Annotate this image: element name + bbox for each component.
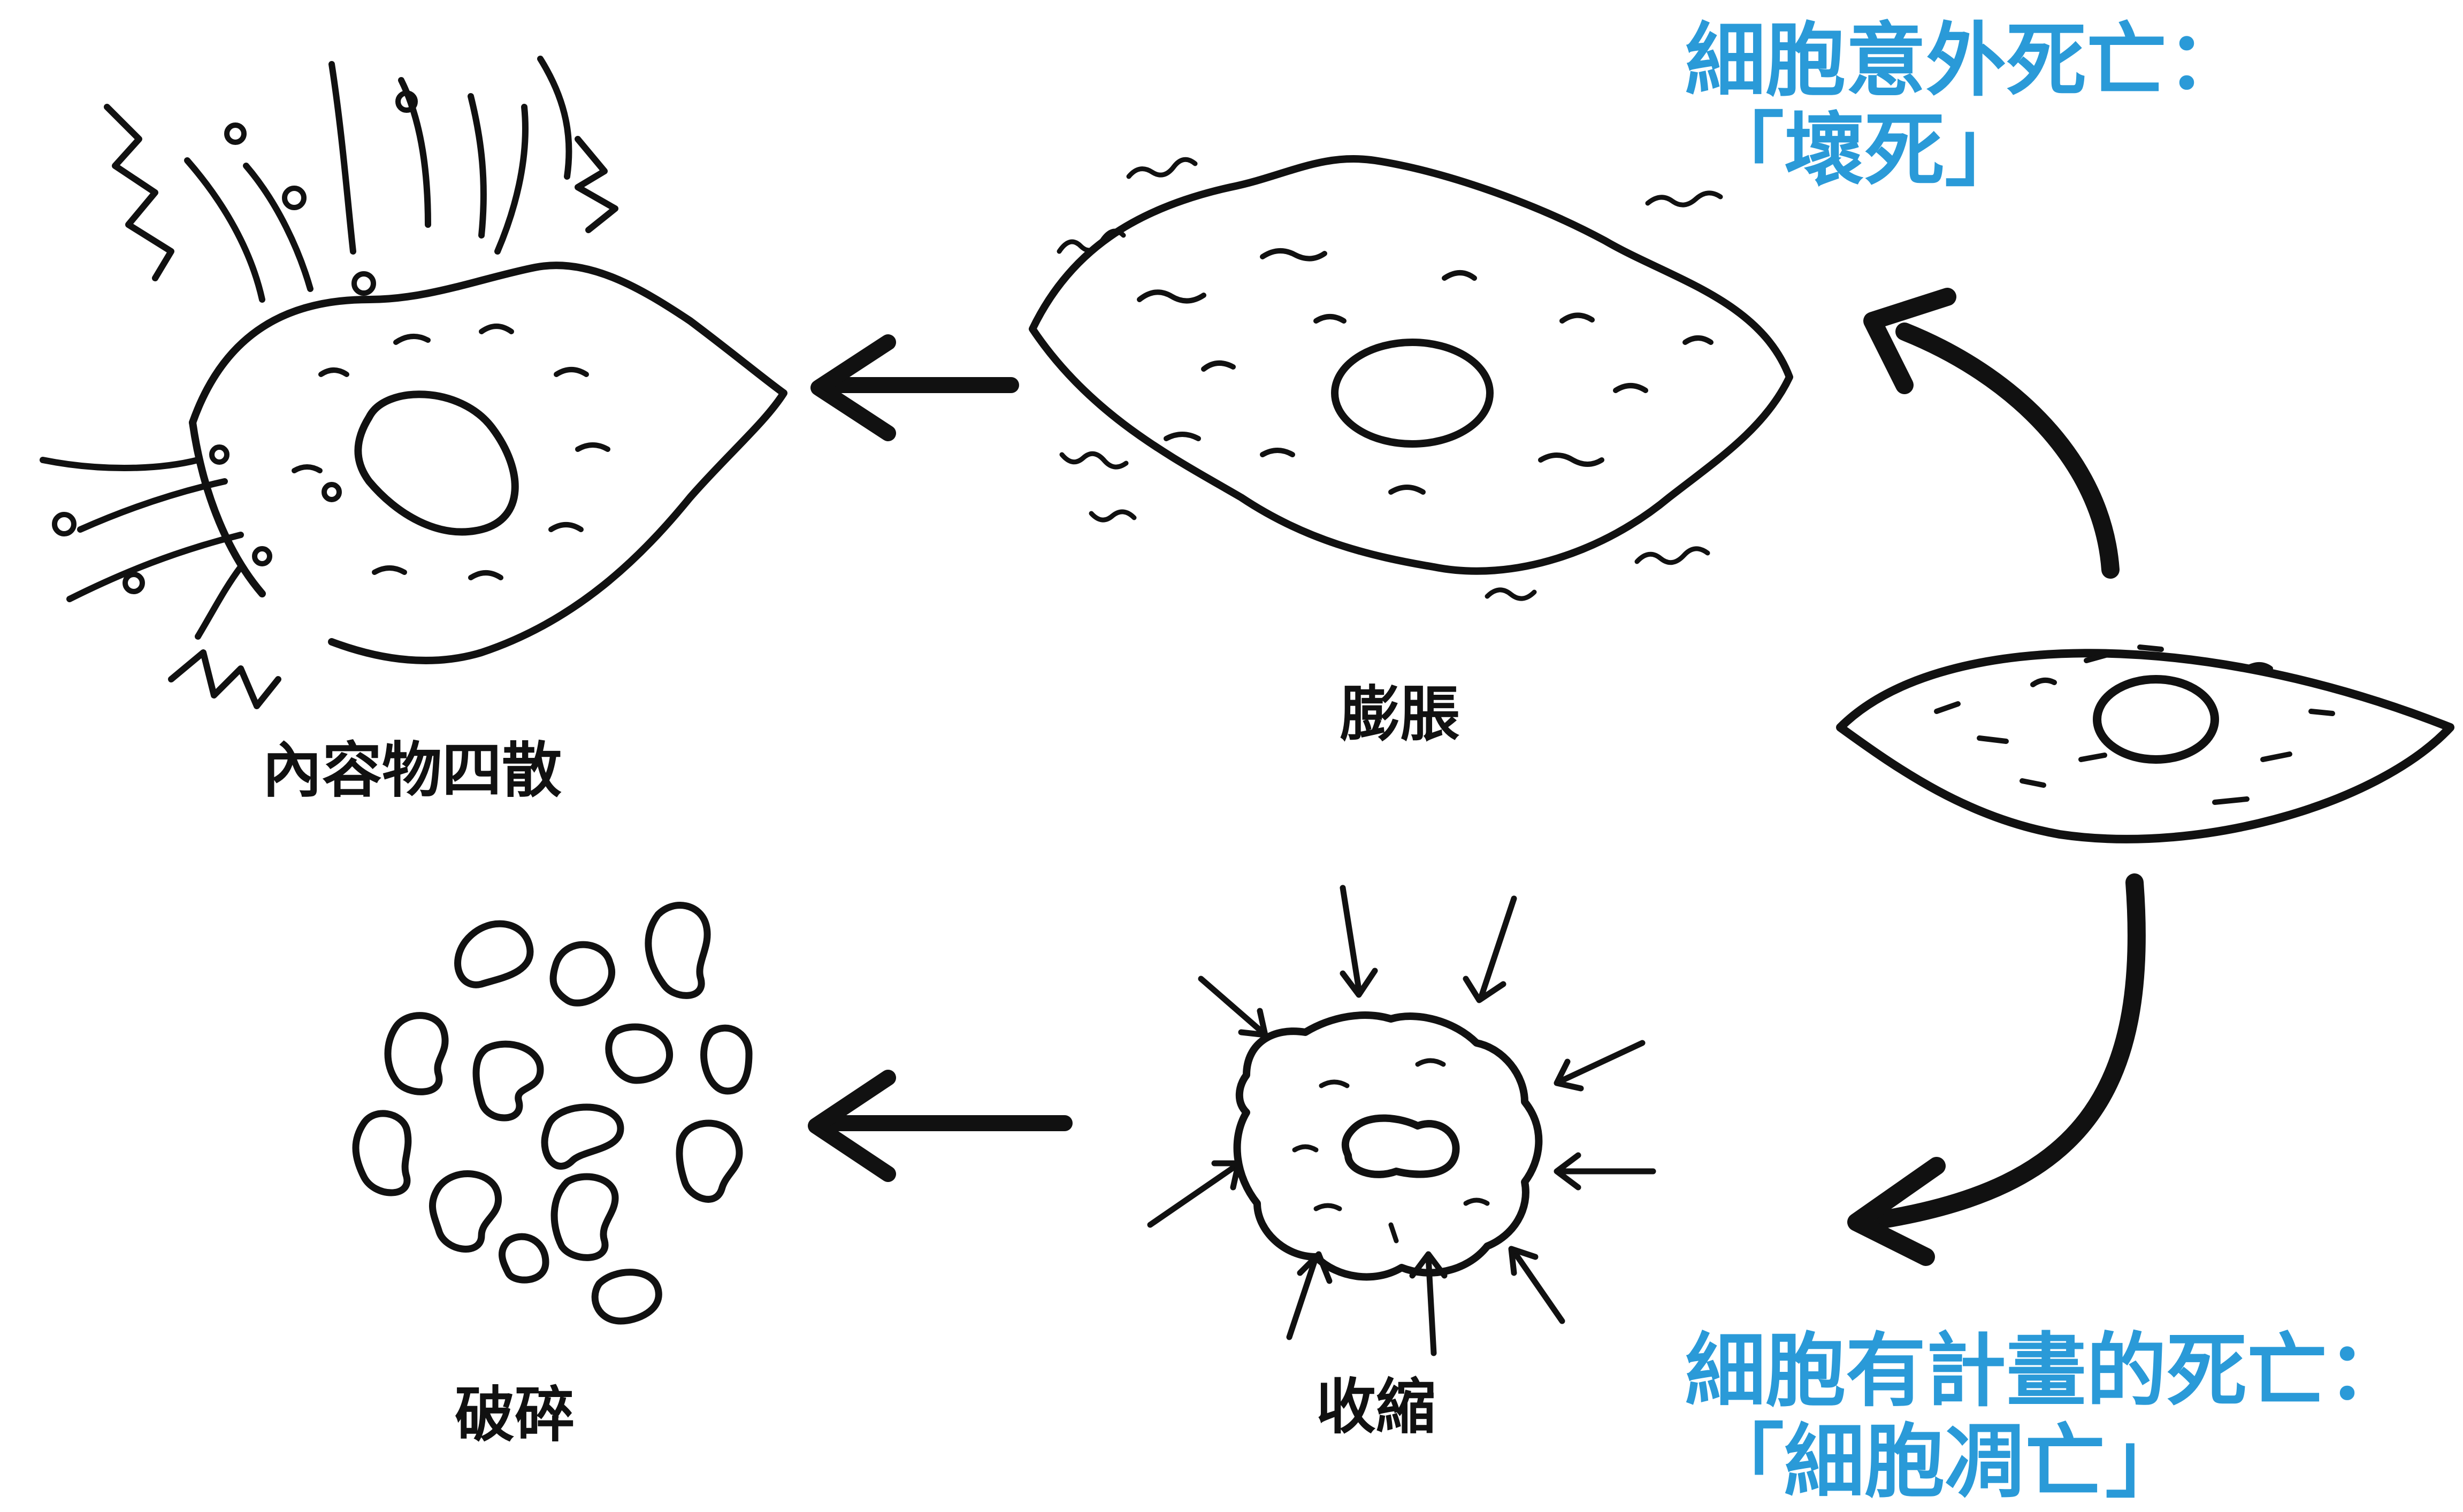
arrow-swell-to-burst — [810, 334, 1019, 441]
apoptotic-bodies — [352, 902, 753, 1325]
apoptosis-heading: 細胞有計畫的死亡： — [1685, 1325, 2408, 1418]
burst-cell-nucleus — [354, 390, 519, 536]
shrinking-cell — [1147, 885, 1656, 1356]
label-swelling: 膨脹 — [1340, 680, 1460, 749]
arrow-to-apoptosis — [1847, 873, 2146, 1266]
swollen-cell — [1029, 155, 1793, 601]
compression-arrows — [1147, 885, 1656, 1356]
label-shrink: 收縮 — [1316, 1372, 1436, 1442]
shrinking-cell-nucleus — [1341, 1114, 1460, 1178]
normal-cell-nucleus — [2093, 675, 2219, 764]
burst-cell — [40, 56, 787, 709]
necrosis-term: 「壞死」 — [1704, 104, 2025, 197]
arrow-shrink-to-fragment — [808, 1070, 1073, 1182]
arrow-to-necrosis — [1863, 288, 2120, 579]
normal-cell — [1836, 644, 2454, 843]
swollen-cell-nucleus — [1331, 339, 1494, 448]
apoptosis-term: 「細胞凋亡」 — [1704, 1416, 2186, 1509]
necrosis-heading: 細胞意外死亡： — [1685, 14, 2247, 108]
label-fragment: 破碎 — [455, 1380, 575, 1450]
label-contents-scatter: 內容物四散 — [262, 736, 562, 805]
